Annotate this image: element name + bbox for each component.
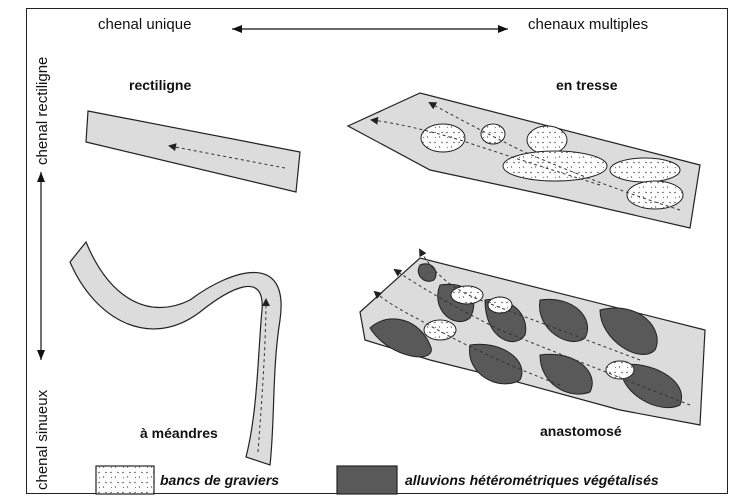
legend-swatch-alluvium xyxy=(337,466,397,494)
horizontal-axis-arrow xyxy=(232,25,508,33)
braided-channel xyxy=(348,93,700,228)
vertical-axis-arrow xyxy=(37,172,45,360)
straight-channel xyxy=(86,111,300,192)
legend-swatch-gravel xyxy=(96,466,154,494)
meandering-channel xyxy=(70,242,281,465)
anastomosing-channel xyxy=(360,250,705,425)
